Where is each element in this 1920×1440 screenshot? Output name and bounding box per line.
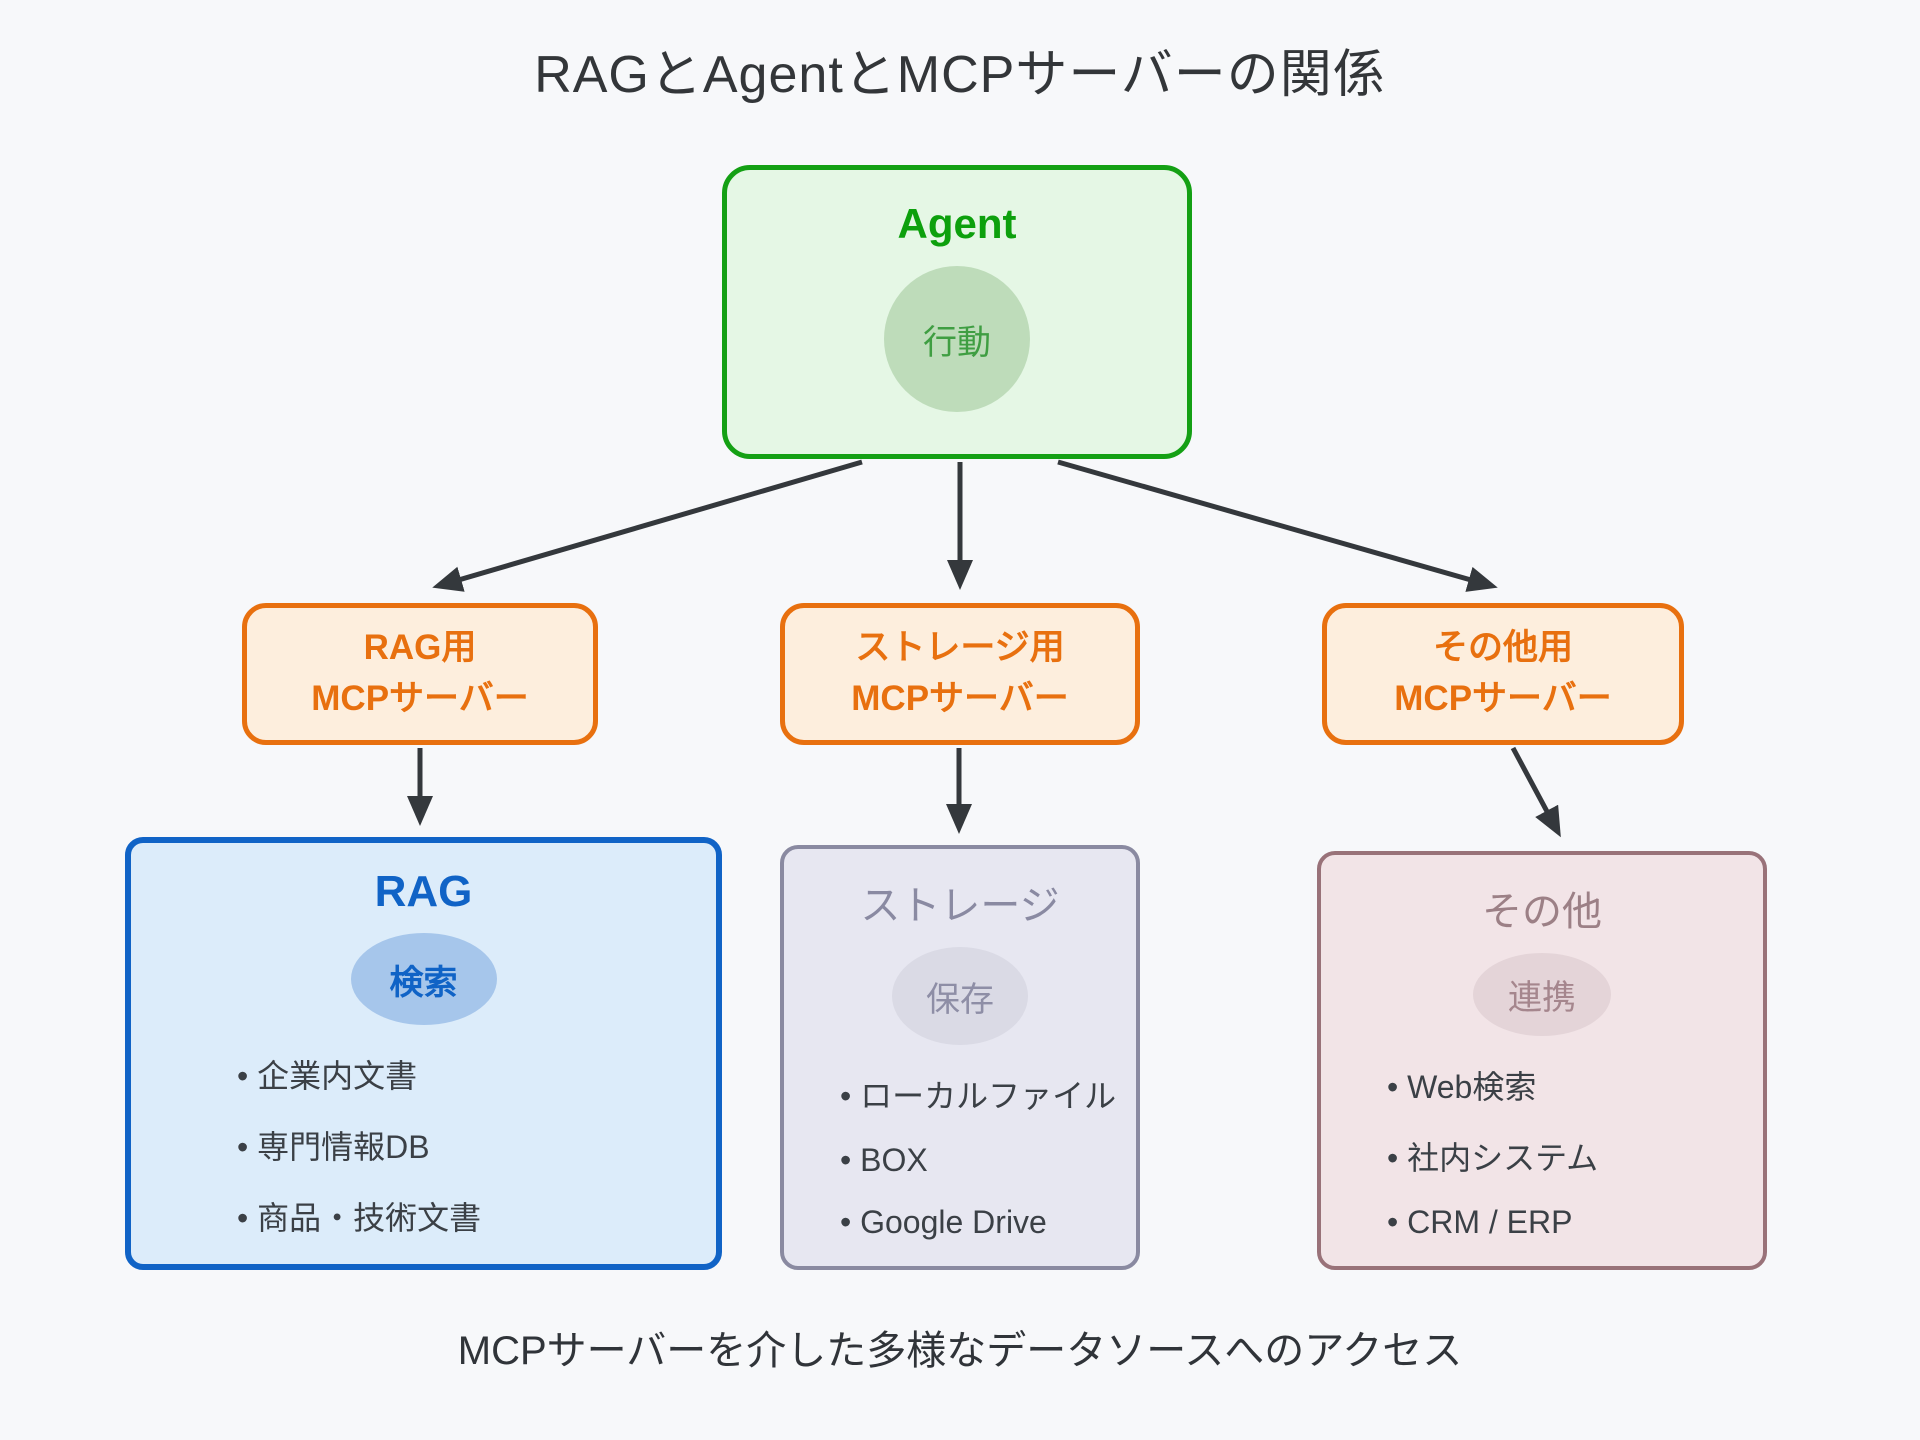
rag-source-node: RAG 検索 企業内文書 専門情報DB 商品・技術文書 bbox=[125, 837, 722, 1270]
list-item: 社内システム bbox=[1387, 1133, 1763, 1179]
other-mcp-server-line1: その他用 bbox=[1432, 628, 1573, 668]
other-source-list: Web検索 社内システム CRM / ERP bbox=[1321, 1062, 1763, 1266]
list-item: ローカルファイル bbox=[840, 1071, 1136, 1117]
list-item: 商品・技術文書 bbox=[237, 1193, 716, 1239]
other-mcp-server-line2: MCPサーバー bbox=[1394, 679, 1612, 718]
arrow-agent-to-rag-server bbox=[432, 459, 863, 592]
storage-source-list: ローカルファイル BOX Google Drive bbox=[784, 1071, 1136, 1266]
storage-mcp-server-line1: ストレージ用 bbox=[855, 628, 1065, 668]
rag-mcp-server-node: RAG用 MCPサーバー bbox=[242, 603, 598, 745]
storage-source-node: ストレージ 保存 ローカルファイル BOX Google Drive bbox=[780, 845, 1140, 1270]
list-item: 企業内文書 bbox=[237, 1051, 716, 1097]
storage-mcp-server-node: ストレージ用 MCPサーバー bbox=[780, 603, 1140, 745]
other-mcp-server-node: その他用 MCPサーバー bbox=[1322, 603, 1684, 745]
list-item: CRM / ERP bbox=[1387, 1204, 1763, 1241]
arrow-agent-to-other-server bbox=[1057, 459, 1498, 592]
storage-source-title: ストレージ bbox=[860, 884, 1060, 928]
arrow-other-server-to-other bbox=[1510, 746, 1561, 838]
agent-node: Agent 行動 bbox=[722, 165, 1192, 459]
rag-source-list: 企業内文書 専門情報DB 商品・技術文書 bbox=[131, 1051, 716, 1264]
list-item: Web検索 bbox=[1387, 1062, 1763, 1108]
rag-source-title: RAG bbox=[374, 867, 473, 916]
list-item: 専門情報DB bbox=[237, 1122, 716, 1168]
rag-mcp-server-line1: RAG用 bbox=[363, 628, 477, 668]
other-source-node: その他 連携 Web検索 社内システム CRM / ERP bbox=[1317, 851, 1767, 1270]
rag-mcp-server-line2: MCPサーバー bbox=[311, 679, 529, 718]
list-item: BOX bbox=[840, 1142, 1136, 1179]
diagram-title: RAGとAgentとMCPサーバーの関係 bbox=[534, 46, 1386, 104]
agent-label: Agent bbox=[897, 200, 1017, 247]
agent-action-badge: 行動 bbox=[884, 266, 1030, 412]
storage-mcp-server-line2: MCPサーバー bbox=[851, 679, 1069, 718]
storage-save-badge: 保存 bbox=[892, 947, 1028, 1045]
other-link-badge: 連携 bbox=[1473, 953, 1611, 1036]
diagram-caption: MCPサーバーを介した多様なデータソースへのアクセス bbox=[457, 1329, 1463, 1373]
rag-search-badge: 検索 bbox=[350, 933, 497, 1025]
list-item: Google Drive bbox=[840, 1204, 1136, 1241]
other-source-title: その他 bbox=[1482, 890, 1602, 934]
